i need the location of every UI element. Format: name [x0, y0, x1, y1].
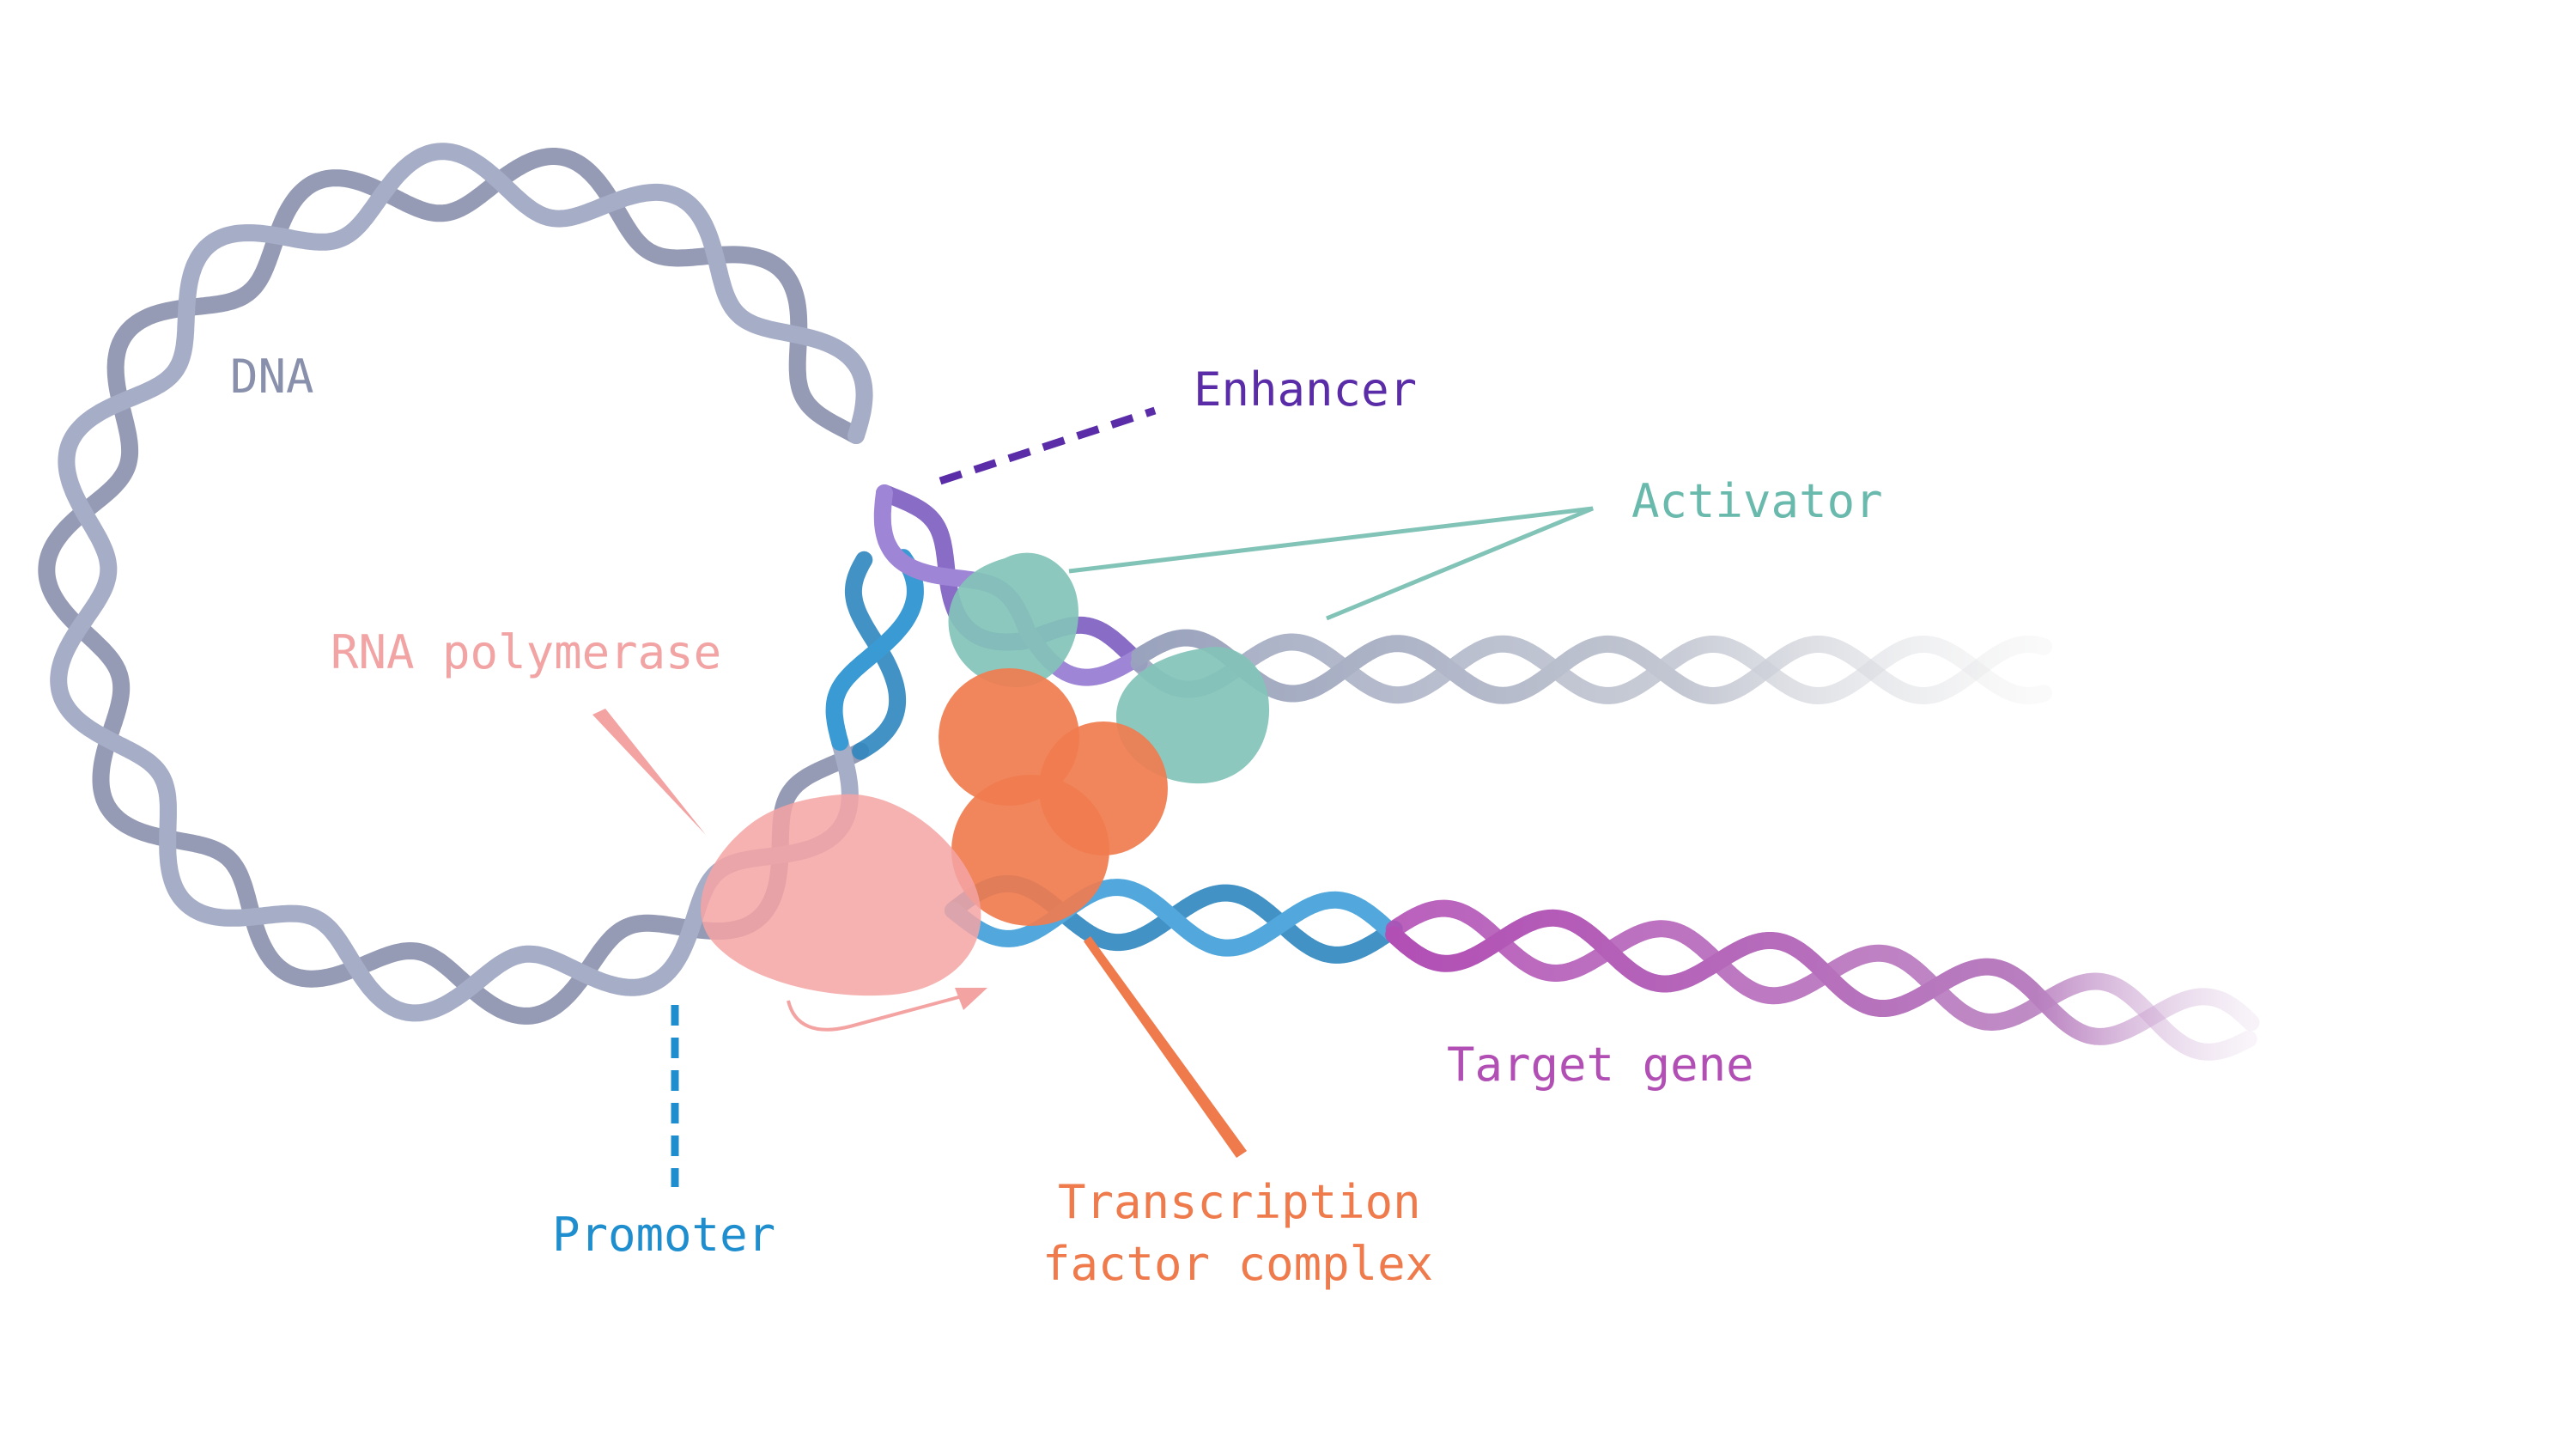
dna-loop-helix	[38, 143, 924, 1025]
rna-polymerase-pointer	[592, 709, 706, 835]
rna-polymerase	[701, 794, 981, 996]
upper-helix-strand-b-1	[1130, 633, 2052, 704]
tf-complex-label-line2: factor complex	[1042, 1237, 1433, 1291]
arrow-head-icon	[955, 988, 987, 1010]
promoter-label: Promoter	[552, 1208, 775, 1262]
enhancer-leader-line	[939, 406, 1157, 485]
target-gene-label: Target gene	[1447, 1038, 1754, 1092]
dna-loop-strand-b-0	[38, 148, 870, 1025]
tf-complex-label-line1: Transcription	[1058, 1175, 1421, 1229]
dna-label: DNA	[230, 350, 314, 404]
upper-helix-strand-a-1	[1131, 629, 2052, 704]
activator-label: Activator	[1631, 474, 1883, 528]
transcription-direction-arrow	[787, 995, 963, 1032]
rna-polymerase-label: RNA polymerase	[331, 625, 721, 679]
tf-complex-pointer	[1084, 936, 1247, 1158]
lower-dna-helix	[945, 874, 2260, 1061]
dna-loop-strand-a-0	[50, 143, 873, 1022]
activator-protein-1	[948, 552, 1078, 687]
lower-helix-strand-a-1	[1385, 909, 2260, 1045]
dna-loop-strand-a-1	[825, 549, 924, 752]
activator-leader-lines	[1068, 506, 1594, 621]
lower-helix-strand-a-0	[945, 879, 1403, 957]
enhancer-label: Enhancer	[1194, 362, 1417, 417]
transcription-factor-complex	[939, 668, 1168, 926]
